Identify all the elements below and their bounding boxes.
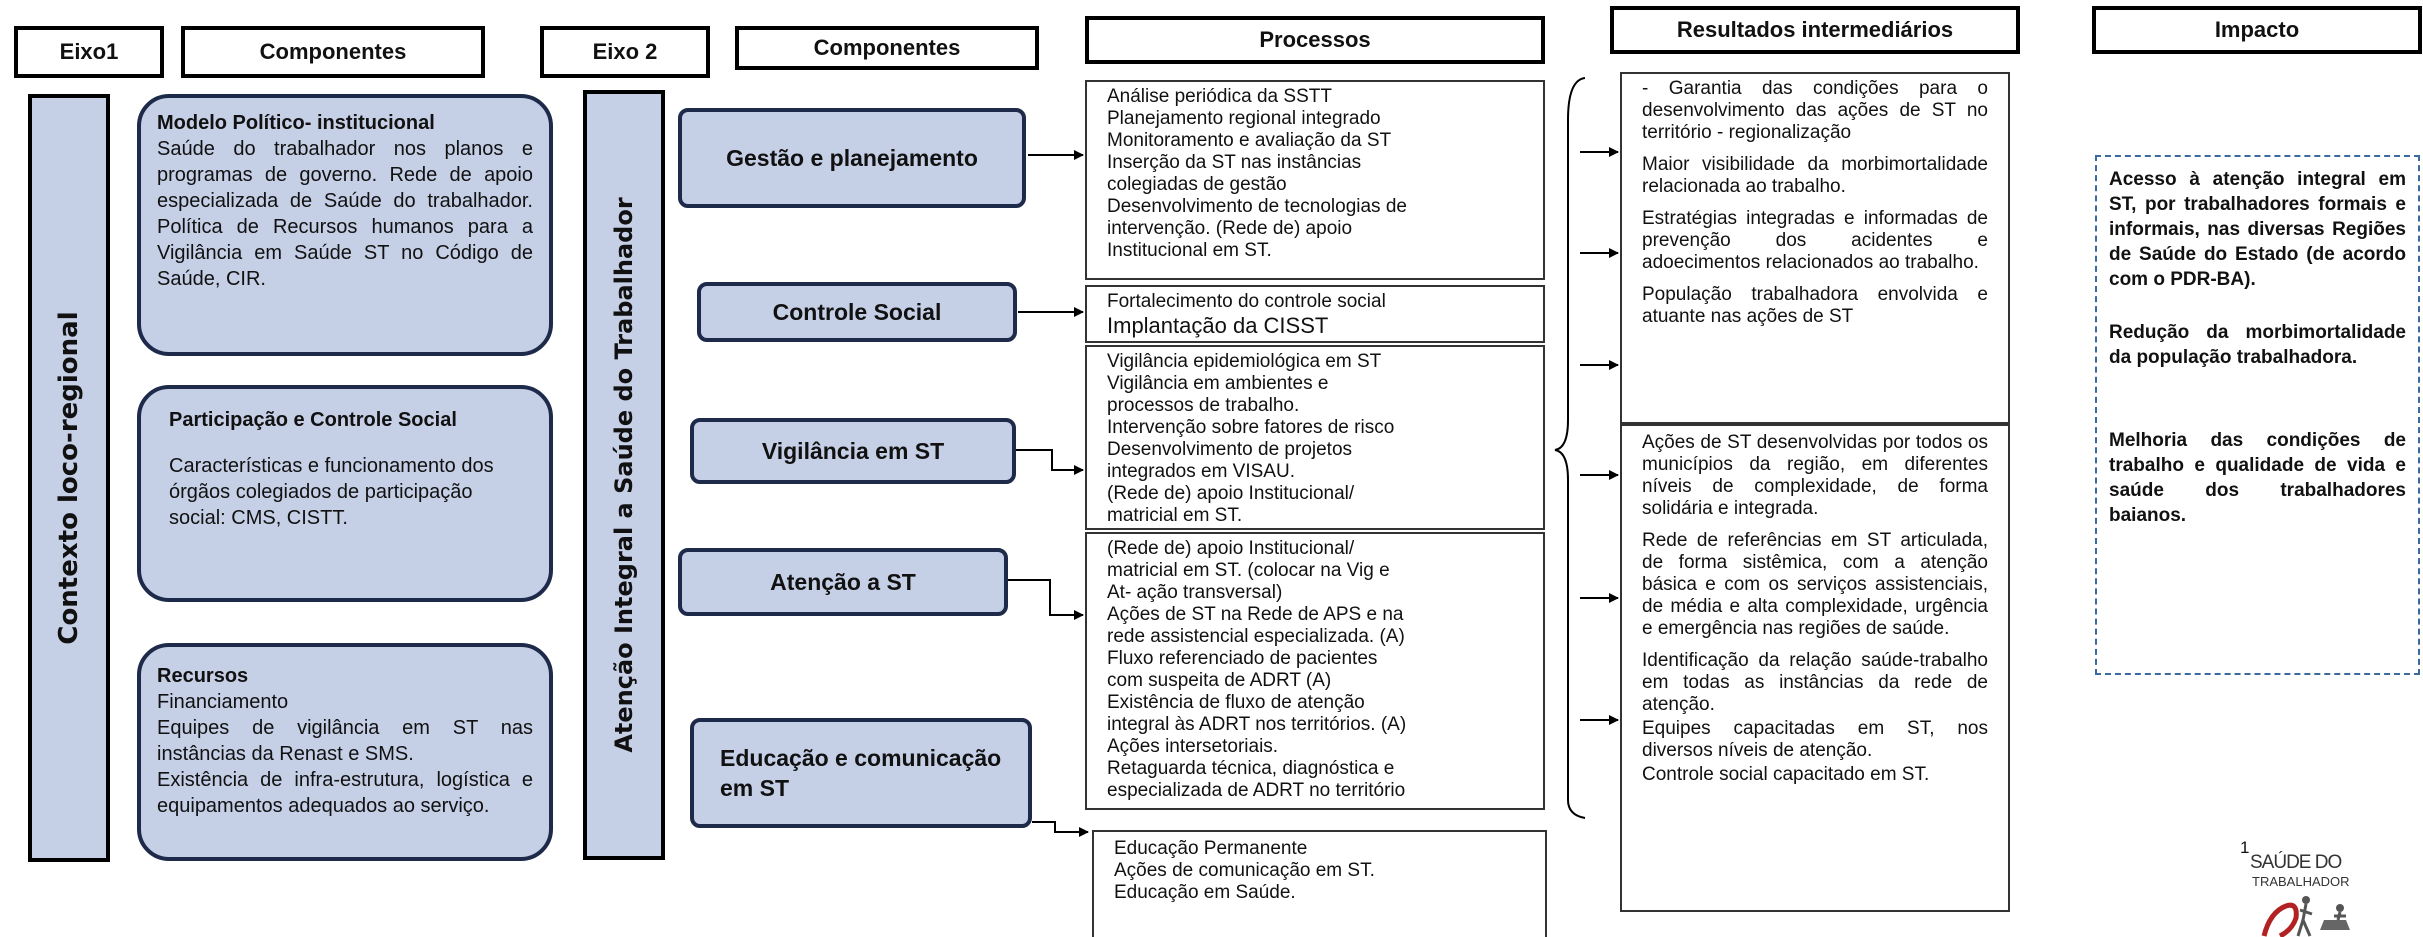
process-line: Vigilância epidemiológica em ST xyxy=(1107,351,1382,372)
logo-line1: SAÚDE DO xyxy=(2250,852,2342,873)
result-item: - Garantia das condições para o desenvol… xyxy=(1642,78,1988,143)
component-title: Participação e Controle Social xyxy=(169,409,457,431)
component-line: Existência de infra-estrutura, logística… xyxy=(157,769,533,817)
process-line: Existência de fluxo de atenção xyxy=(1107,692,1365,713)
impact-item: Acesso à atenção integral em ST, por tra… xyxy=(2109,169,2406,290)
process-gestao: Análise periódica da SSTT Planejamento r… xyxy=(1085,80,1545,280)
results-group-2: Ações de ST desenvolvidas por todos os m… xyxy=(1620,424,2010,912)
process-atencao: (Rede de) apoio Institucional/ matricial… xyxy=(1085,532,1545,810)
process-line: Implantação da CISST xyxy=(1107,313,1329,338)
result-item: Equipes capacitadas em ST, nos diversos … xyxy=(1642,718,1988,761)
results-group-1: - Garantia das condições para o desenvol… xyxy=(1620,72,2010,424)
header-resultados: Resultados intermediários xyxy=(1610,6,2020,54)
process-line: Desenvolvimento de projetos xyxy=(1107,439,1353,460)
process-line: Análise periódica da SSTT xyxy=(1107,86,1332,107)
process-line: Educação em Saúde. xyxy=(1114,882,1296,903)
process-line: Vigilância em ambientes e xyxy=(1107,373,1329,394)
component-participacao: Participação e Controle Social Caracterí… xyxy=(137,385,553,602)
process-line: (Rede de) apoio Institucional/ xyxy=(1107,538,1355,559)
process-line: Desenvolvimento de tecnologias de xyxy=(1107,196,1407,217)
process-educacao: Educação Permanente Ações de comunicação… xyxy=(1092,830,1547,937)
eixo1-bar: Contexto loco-regional xyxy=(28,94,110,862)
process-line: Intervenção sobre fatores de risco xyxy=(1107,417,1395,438)
result-item: Rede de referências em ST articulada, de… xyxy=(1642,530,1988,639)
process-line: colegiadas de gestão xyxy=(1107,174,1287,195)
process-line: Ações de comunicação em ST. xyxy=(1114,860,1375,881)
saude-do-trabalhador-logo: 1 SAÚDE DO TRABALHADOR xyxy=(2240,838,2370,937)
process-vigilancia: Vigilância epidemiológica em ST Vigilânc… xyxy=(1085,345,1545,530)
arrow-educacao xyxy=(1032,821,1089,837)
component-recursos: Recursos Financiamento Equipes de vigilâ… xyxy=(137,643,553,861)
component-atencao: Atenção a ST xyxy=(678,548,1008,616)
process-line: Retaguarda técnica, diagnóstica e xyxy=(1107,758,1395,779)
process-line: Fluxo referenciado de pacientes xyxy=(1107,648,1378,669)
process-line: matricial em ST. (colocar na Vig e xyxy=(1107,560,1390,581)
process-line: Inserção da ST nas instâncias xyxy=(1107,152,1362,173)
header-eixo1: Eixo1 xyxy=(14,26,164,78)
arrow-vigilancia xyxy=(1016,449,1084,475)
result-item: Identificação da relação saúde-trabalho … xyxy=(1642,650,1988,715)
component-body: Características e funcionamento dos órgã… xyxy=(169,455,494,529)
component-vigilancia: Vigilância em ST xyxy=(690,418,1016,484)
logo-line2: TRABALHADOR xyxy=(2252,874,2350,889)
process-line: integral às ADRT nos territórios. (A) xyxy=(1107,714,1407,735)
component-educacao: Educação e comunicação em ST xyxy=(690,718,1032,828)
process-line: integrados em VISAU. xyxy=(1107,461,1295,482)
header-componentes-2: Componentes xyxy=(735,26,1039,70)
arrow-atencao xyxy=(1008,579,1084,620)
result-item: Maior visibilidade da morbimortalidade r… xyxy=(1642,154,1988,197)
process-line: Planejamento regional integrado xyxy=(1107,108,1381,129)
logo-figures-icon xyxy=(2261,896,2350,937)
header-eixo2: Eixo 2 xyxy=(540,26,710,78)
component-modelo-politico: Modelo Político- institucional Saúde do … xyxy=(137,94,553,356)
result-item: Estratégias integradas e informadas de p… xyxy=(1642,208,1988,273)
process-line: com suspeita de ADRT (A) xyxy=(1107,670,1332,691)
component-line: Equipes de vigilância em ST nas instânci… xyxy=(157,717,533,765)
header-processos: Processos xyxy=(1085,16,1545,64)
process-line: Institucional em ST. xyxy=(1107,240,1272,261)
process-line: Educação Permanente xyxy=(1114,838,1308,859)
process-line: Ações intersetoriais. xyxy=(1107,736,1279,757)
component-title: Modelo Político- institucional xyxy=(157,112,435,134)
logo-superscript: 1 xyxy=(2240,838,2250,857)
process-line: processos de trabalho. xyxy=(1107,395,1300,416)
component-gestao: Gestão e planejamento xyxy=(678,108,1026,208)
process-line: (Rede de) apoio Institucional/ xyxy=(1107,483,1355,504)
brace xyxy=(1554,77,1586,819)
component-title: Recursos xyxy=(157,665,249,687)
impact-item: Redução da morbimortalidade da população… xyxy=(2109,322,2406,368)
process-line: especializada de ADRT no território xyxy=(1107,780,1406,801)
process-line: intervenção. (Rede de) apoio xyxy=(1107,218,1353,239)
result-item: Controle social capacitado em ST. xyxy=(1642,764,1930,785)
result-item: População trabalhadora envolvida e atuan… xyxy=(1642,284,1988,327)
component-body: Saúde do trabalhador nos planos e progra… xyxy=(157,138,533,290)
process-line: matricial em ST. xyxy=(1107,505,1243,526)
result-item: Ações de ST desenvolvidas por todos os m… xyxy=(1642,432,1988,519)
process-line: At- ação transversal) xyxy=(1107,582,1283,603)
process-line: Ações de ST na Rede de APS e na xyxy=(1107,604,1404,625)
process-line: rede assistencial especializada. (A) xyxy=(1107,626,1405,647)
header-impacto: Impacto xyxy=(2092,6,2422,54)
eixo2-bar: Atenção Integral a Saúde do Trabalhador xyxy=(583,90,665,860)
process-line: Monitoramento e avaliação da ST xyxy=(1107,130,1392,151)
header-componentes-1: Componentes xyxy=(181,26,485,78)
impact-box: Acesso à atenção integral em ST, por tra… xyxy=(2095,155,2420,675)
process-line: Fortalecimento do controle social xyxy=(1107,291,1386,312)
component-controle-social: Controle Social xyxy=(697,282,1017,342)
process-controle-social: Fortalecimento do controle social Implan… xyxy=(1085,285,1545,343)
impact-item: Melhoria das condições de trabalho e qua… xyxy=(2109,430,2406,526)
component-line: Financiamento xyxy=(157,691,289,713)
